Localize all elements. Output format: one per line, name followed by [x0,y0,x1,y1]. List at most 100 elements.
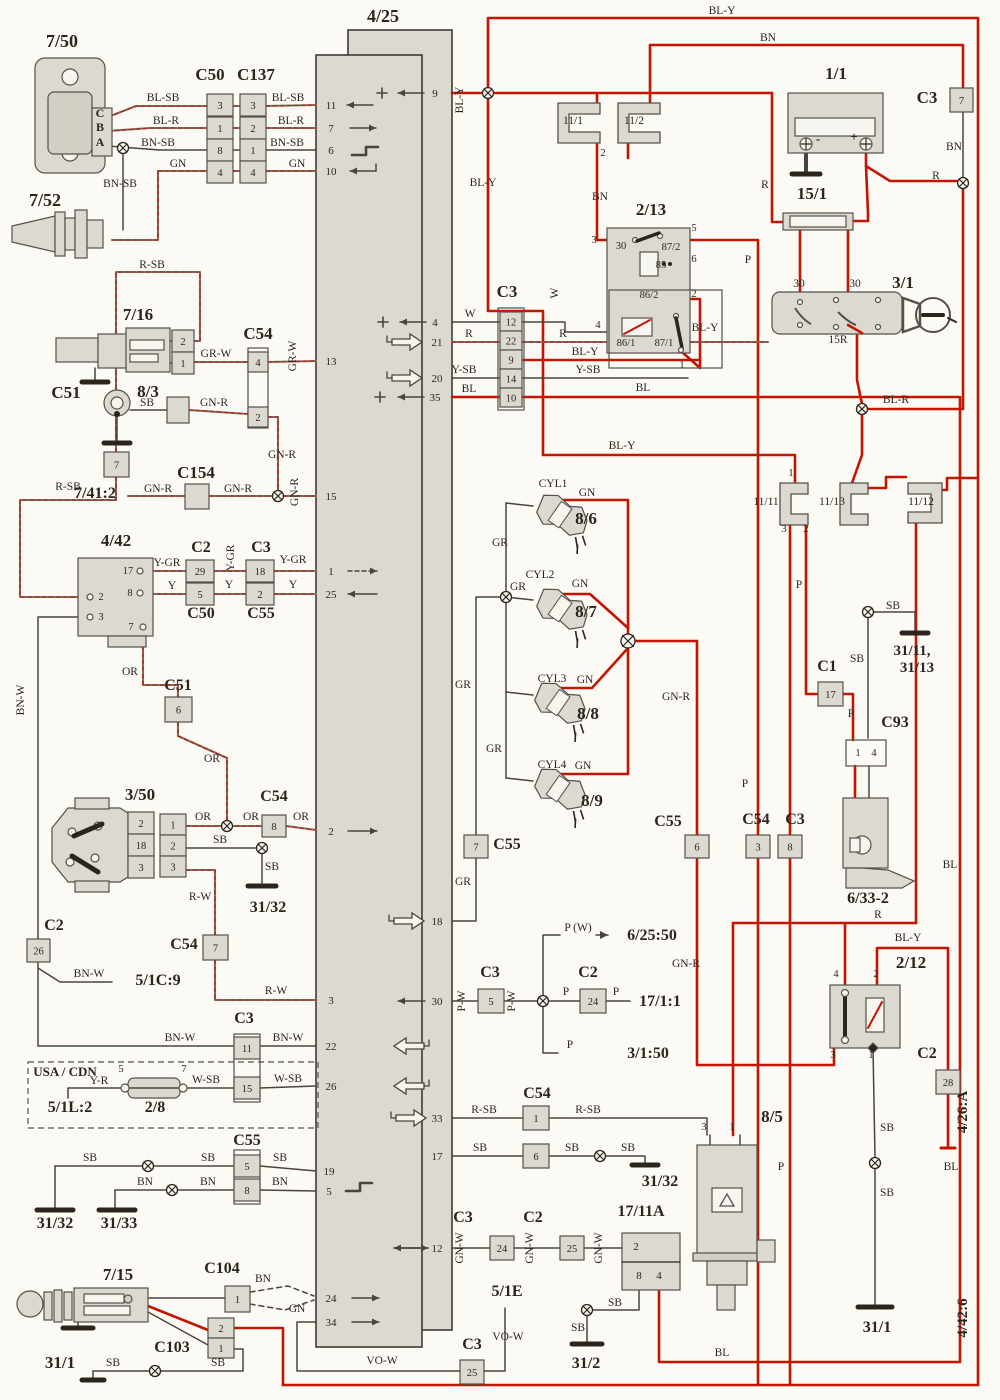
wire [841,692,855,742]
pin-number: 6 [533,1152,538,1163]
wire [37,961,235,1047]
connector-pin-cell [206,160,234,184]
splice-icon [150,1366,160,1376]
pin-number: 8 [271,822,276,833]
component-label: 5/1L:2 [48,1099,92,1116]
component-shape [129,339,165,351]
ecu-pin-number: 34 [326,1317,338,1329]
wire-label: BL [636,382,651,394]
wire-label: P [613,986,619,998]
component-detail [69,853,101,875]
wire [872,1047,876,1159]
wire-label: BN-SB [270,137,304,149]
wire-label: 6 [691,254,696,265]
splice-icon [621,634,635,648]
component-shape [139,623,147,631]
wire [475,596,502,836]
pin-number: 12 [506,317,517,328]
component-shape [74,797,110,810]
wire [873,611,916,632]
ecu-pin-number: 18 [432,916,444,928]
block-arrow-icon [386,335,393,343]
wire-label: 86/2 [640,290,659,301]
wire-label: SB [621,1142,635,1154]
pin-number: 24 [588,997,599,1008]
wire-label: GN-W [593,1232,605,1263]
splice-icon [222,821,232,831]
component-label: C137 [237,65,275,84]
splice-icon [143,1161,153,1171]
wire [505,777,534,782]
component-label: 3/50 [125,785,155,804]
wire [688,238,760,1387]
component-label: 5/1C:9 [135,972,180,989]
pin-arrow [347,101,354,109]
component-label: 7/41:2 [74,485,116,502]
component-detail [71,821,105,839]
component-label: 2/8 [145,1099,165,1116]
connector-pin-cell [949,87,974,113]
component-label: 15/1 [797,184,827,203]
wire-stripe [185,869,216,936]
component-label: C3 [480,964,500,981]
connector-pin-cell [239,93,267,117]
wire-label: 2 [600,148,605,159]
component-shape [692,1252,758,1262]
wire-label: BN [255,1273,272,1285]
fuse-clip [779,482,809,526]
ecu-pin-number: 2 [328,826,334,838]
component-shape [789,215,847,228]
wire-label: Y-SB [452,364,477,376]
component-shape [840,1035,850,1045]
wire-label: R-W [189,891,212,903]
connector-pin-cell [522,1143,550,1169]
wire-label: BN [272,1176,289,1188]
wire-label: R-SB [471,1104,497,1116]
fuse-label: 11/13 [819,496,845,508]
component-shape [178,1083,188,1093]
wire [940,476,980,492]
wire-label: SB [273,1152,287,1164]
component-label: 8/5 [761,1107,783,1126]
fuse-clip [557,102,601,144]
wire-label: BL [944,1161,959,1173]
wire-label: BL-SB [272,92,305,104]
wire [548,1117,708,1136]
splice-icon [582,1305,592,1315]
pin-number: 1 [217,124,222,135]
component-label: C3 [234,1010,254,1027]
component-label: 2/12 [896,953,926,972]
wire-label: BL-Y [709,5,737,17]
connector-pin-cell [184,483,210,510]
component-label: C1 [817,658,837,675]
wire-label: GR [455,679,471,691]
ecu-pin-number: 9 [432,88,438,100]
connector-pin-cell [499,387,523,408]
component-shape [874,296,882,304]
component-shape [668,262,672,266]
wire-label: 4 [833,969,839,980]
connector-pin-cell [166,396,190,424]
connector-pin-cell [224,1285,251,1313]
wire-stripe [107,105,208,118]
component-label: 8/3 [137,382,159,401]
ignition-coil [534,768,586,829]
pin-number: 8 [217,146,222,157]
wire [595,140,609,242]
component-shape [662,262,666,266]
wire-label: BL-Y [692,322,720,334]
component-shape [65,857,75,867]
ecu-pin-number: 3 [328,995,334,1007]
pin-number: 5 [488,997,493,1008]
component-label: 4/42 [101,531,131,550]
wire-label: 15R [828,334,848,346]
wire-label: R [465,328,473,340]
component-label: 17/1:1 [639,993,681,1010]
connector-pin-cell [459,1359,485,1385]
block-arrow-icon [395,1108,428,1128]
component-label: 4/26:A [955,1091,971,1134]
block-arrow-icon [423,1079,430,1087]
splice-icon [501,592,511,602]
wire [850,412,864,485]
pin-number: 7 [114,460,119,471]
